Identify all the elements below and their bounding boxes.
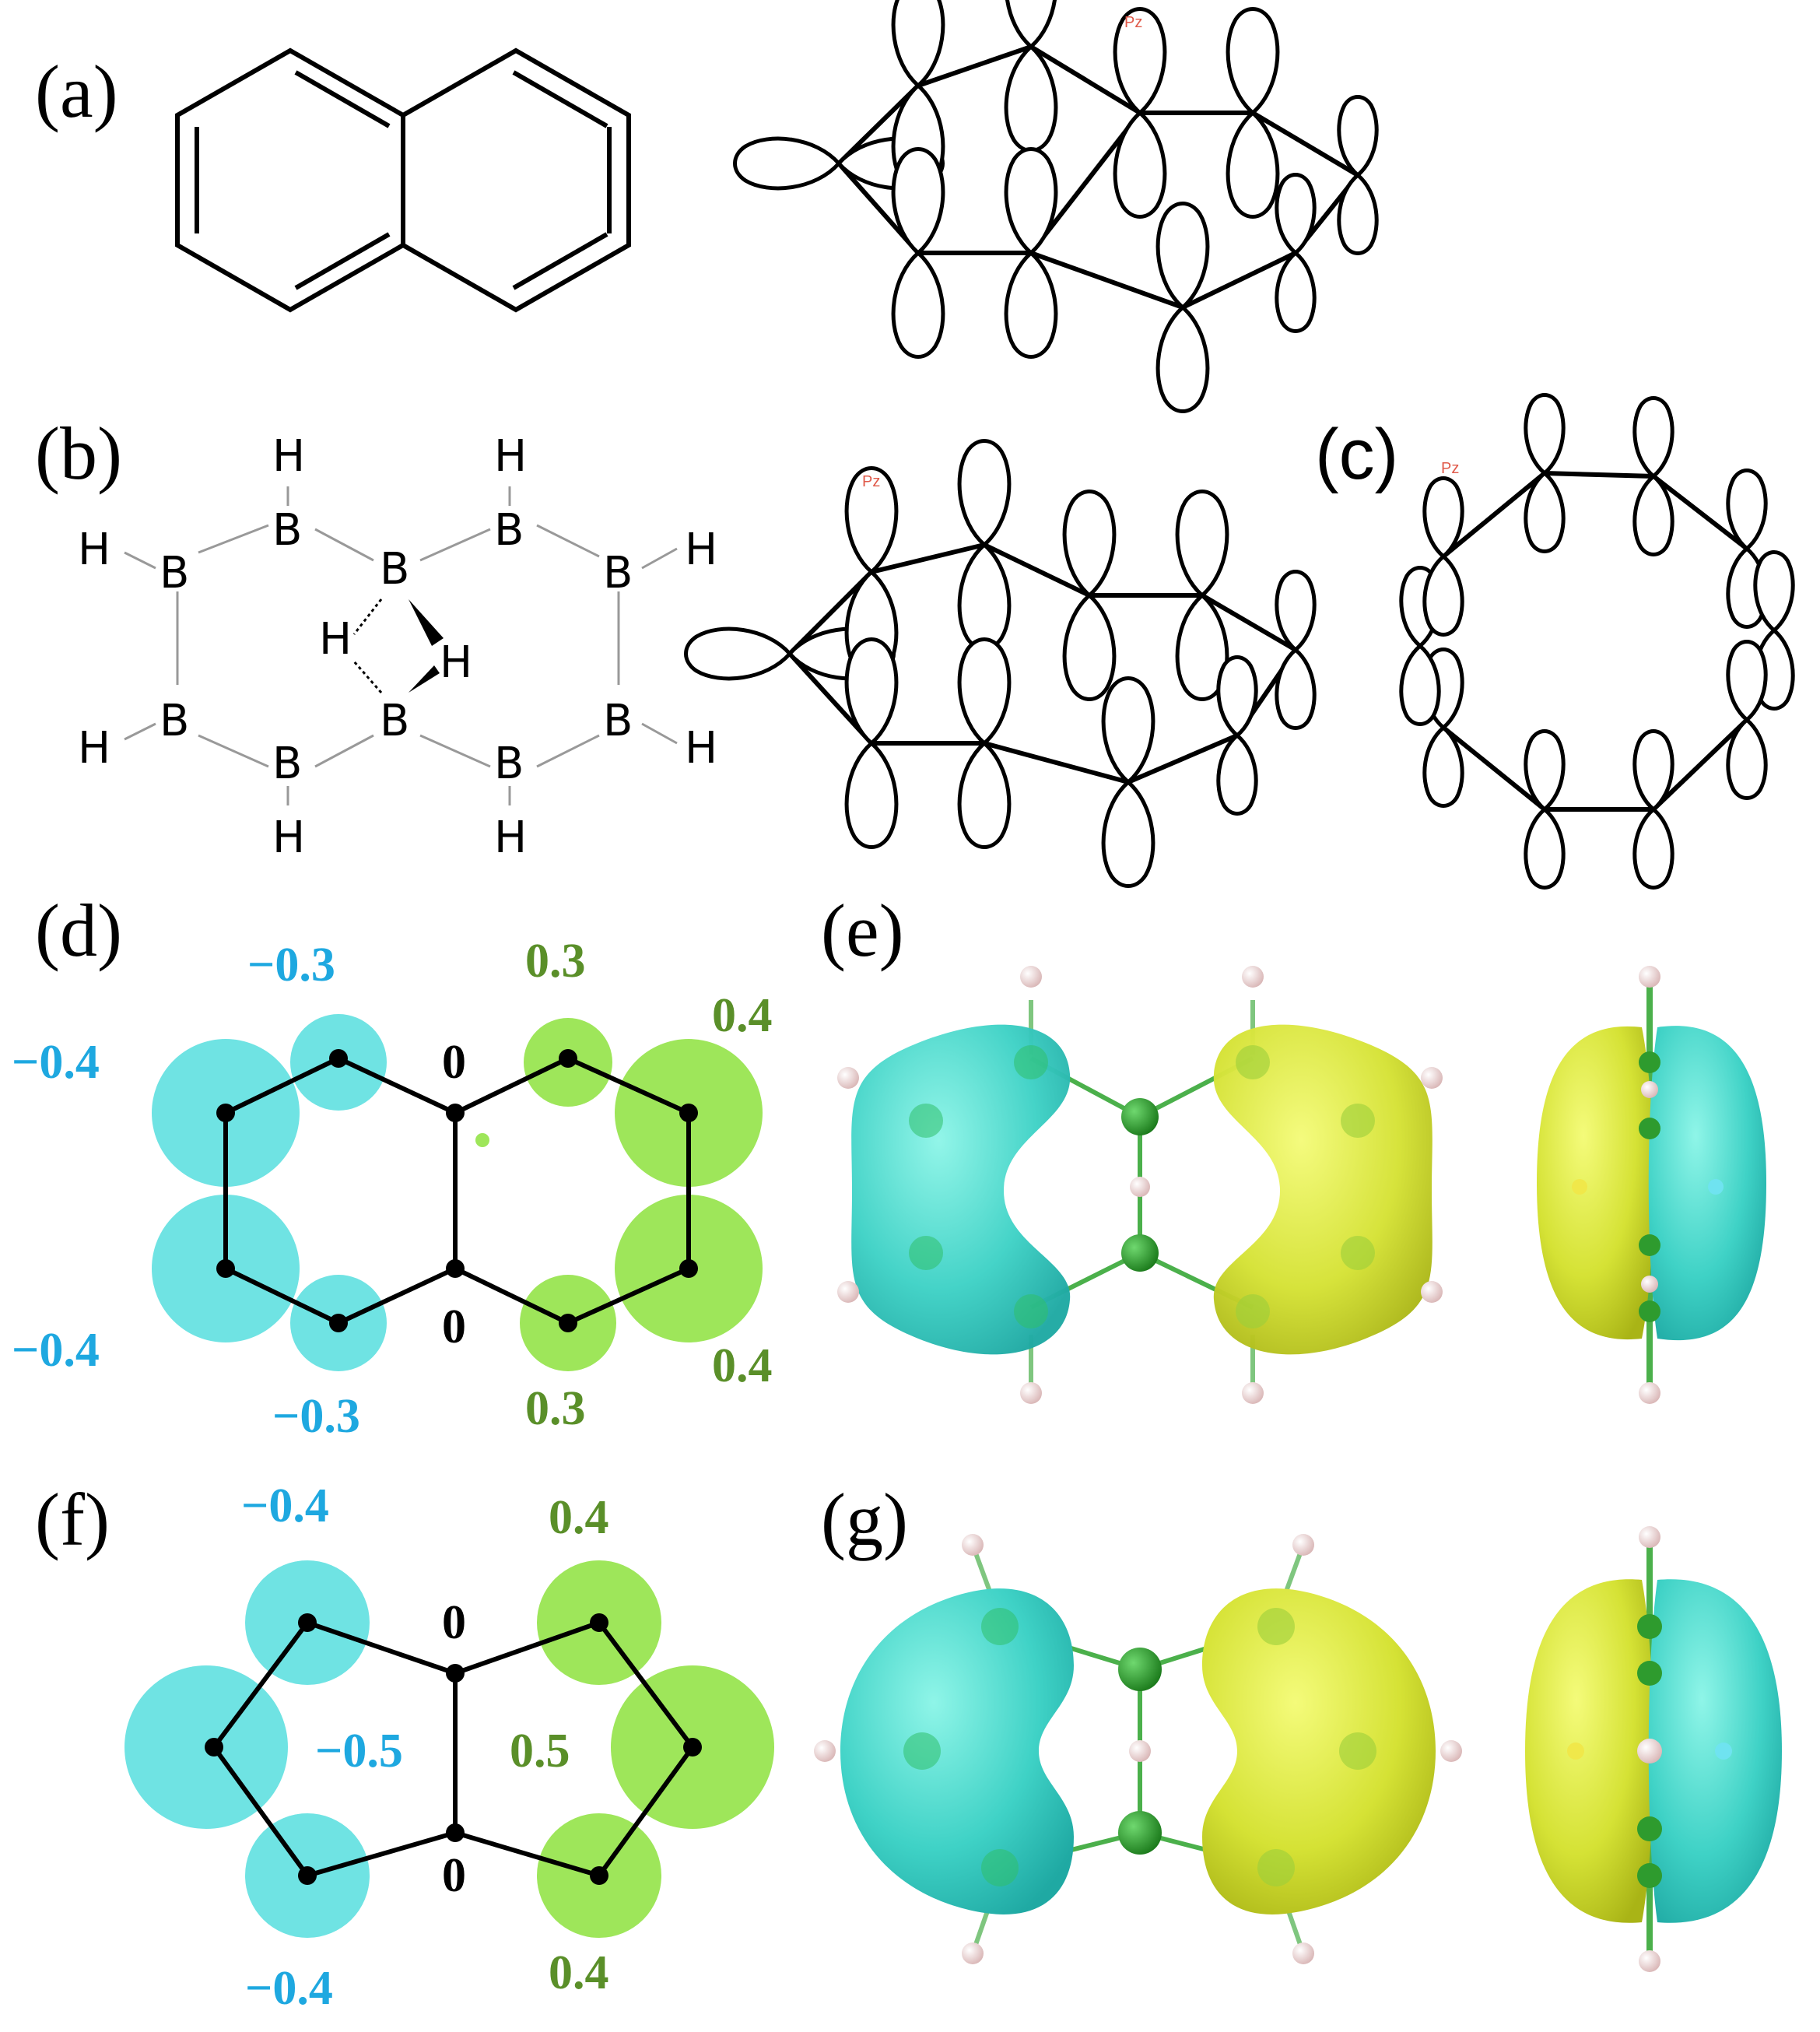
coef-d-9: −0.3 [272, 1390, 360, 1443]
atom-b10: B [603, 696, 633, 746]
borane-pz-orbitals: Pz [686, 441, 1315, 886]
coef-f-2: 0.4 [549, 1491, 609, 1544]
coef-d-4: 0.4 [712, 989, 773, 1042]
coef-f-1: −0.4 [241, 1479, 329, 1532]
atom-h6: H [440, 637, 472, 688]
panel-f: (f) −0.4 0.4 0 −0.5 0.5 0 −0.4 [35, 1478, 774, 2015]
atom-b9: B [494, 739, 524, 789]
coef-d-10: 0.3 [525, 1382, 586, 1435]
panel-c-label: (c) [1315, 415, 1398, 494]
atom-h9: H [272, 812, 305, 863]
g-side-view-isosurface [1525, 1526, 1782, 1972]
panel-e-label: (e) [821, 889, 904, 972]
panel-b: (b) B [35, 412, 1314, 886]
panel-g-label: (g) [821, 1478, 908, 1561]
pz-label-b: Pz [862, 473, 880, 490]
d-skeleton [216, 1049, 698, 1332]
atom-b3: B [380, 544, 409, 595]
panel-a-label: (a) [35, 50, 118, 133]
g-top-view-isosurface [814, 1534, 1462, 1964]
panel-c: (c) Pz [1315, 395, 1793, 888]
coef-f-5: 0.5 [510, 1725, 570, 1778]
naphthalene-structure [175, 47, 631, 313]
coef-d-7: −0.4 [12, 1324, 100, 1377]
f-coefficient-labels: −0.4 0.4 0 −0.5 0.5 0 −0.4 0.4 [241, 1479, 609, 2015]
e-side-view-isosurface [1537, 966, 1766, 1404]
coef-d-6: 0 [442, 1300, 466, 1353]
coef-f-8: 0.4 [549, 1946, 609, 1999]
atom-b6: B [160, 696, 189, 746]
borane-structure: B B B B B B B B B B H H H H H H H H H H [78, 431, 717, 863]
pz-label-c: Pz [1441, 460, 1459, 477]
atom-b8: B [380, 696, 409, 746]
coef-d-1: −0.3 [247, 939, 335, 991]
panel-d-label: (d) [35, 889, 122, 972]
atom-b7: B [272, 739, 302, 789]
coef-f-4: −0.5 [315, 1725, 403, 1778]
e-top-view-isosurface [837, 966, 1443, 1404]
atom-b5: B [603, 548, 633, 598]
coef-f-3: 0 [442, 1596, 466, 1649]
naphthalene-pz-orbitals: Pz [735, 0, 1377, 412]
panel-b-label: (b) [35, 412, 122, 495]
atom-h3: H [78, 525, 110, 575]
coef-f-7: −0.4 [245, 1962, 333, 2015]
panel-g: (g) [814, 1478, 1782, 1972]
panel-a: (a) Pz [35, 0, 1376, 412]
atom-h5: H [319, 614, 352, 665]
f-skeleton [205, 1613, 702, 1885]
d-coefficient-labels: −0.3 0.3 −0.4 0.4 0 0 −0.4 0.4 −0.3 0.3 [12, 935, 773, 1443]
panel-e: (e) [821, 889, 1766, 1404]
atom-b1: B [160, 548, 189, 598]
coef-d-2: 0.3 [525, 935, 586, 988]
coef-d-8: 0.4 [712, 1339, 773, 1392]
atom-b4: B [494, 505, 524, 556]
atom-h2: H [494, 431, 527, 482]
atom-h8: H [685, 723, 717, 774]
atom-h1: H [272, 431, 305, 482]
atom-h4: H [685, 525, 717, 575]
atom-h7: H [78, 723, 110, 774]
panel-d: (d) −0.3 0.3 −0.4 0.4 [12, 889, 773, 1443]
atom-h10: H [494, 812, 527, 863]
coef-f-6: 0 [442, 1849, 466, 1902]
coef-d-3: −0.4 [12, 1036, 100, 1089]
coef-d-5: 0 [442, 1036, 466, 1089]
pz-label-a: Pz [1124, 14, 1142, 31]
atom-b2: B [272, 505, 302, 556]
panel-f-label: (f) [35, 1478, 110, 1561]
